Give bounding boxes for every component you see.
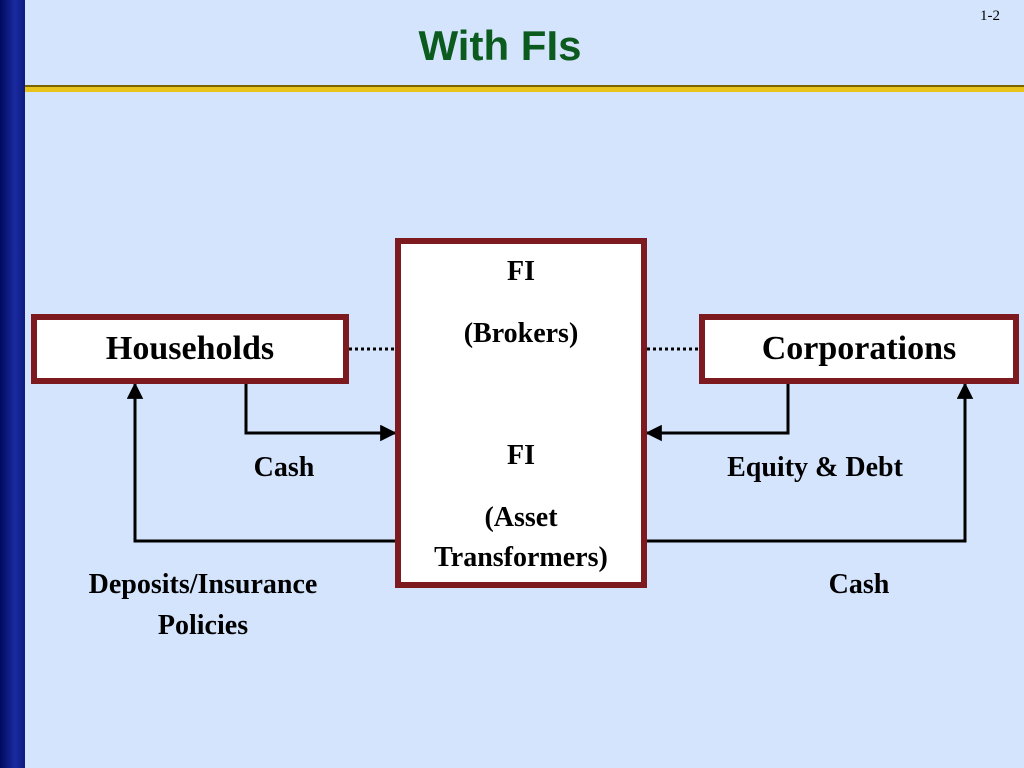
households-label: Households: [105, 330, 275, 367]
flow-label-equity-debt: Equity & Debt: [727, 452, 903, 483]
left-accent-bar: [0, 0, 25, 768]
title-rule-gold: [25, 87, 1024, 92]
flow-label-deposits-line2: Policies: [157, 610, 249, 641]
slide-title: With FIs: [418, 22, 582, 69]
fi-asset-subtitle-2: Transformers): [434, 542, 608, 573]
corporations-label: Corporations: [761, 330, 957, 367]
arrow-households-to-fi: [244, 384, 397, 442]
fi-brokers-title: FI: [507, 256, 535, 287]
fi-box: FI (Brokers) FI (Asset Transformers): [395, 238, 647, 588]
arrow-fi-to-households: [126, 382, 395, 543]
households-box: Households: [31, 314, 349, 384]
flow-label-cash-corporations: Cash: [828, 569, 890, 600]
arrow-fi-to-corporations: [647, 382, 974, 543]
fi-asset-title: FI: [507, 440, 535, 471]
fi-brokers-subtitle: (Brokers): [463, 318, 579, 349]
arrow-corporations-to-fi: [645, 384, 790, 442]
flow-label-deposits-line1: Deposits/Insurance: [88, 569, 318, 600]
flow-label-cash-households: Cash: [253, 452, 315, 483]
corporations-box: Corporations: [699, 314, 1019, 384]
title-rule-dark: [25, 85, 1024, 87]
fi-asset-subtitle-1: (Asset: [484, 502, 558, 533]
slide-number: 1-2: [980, 8, 1000, 24]
